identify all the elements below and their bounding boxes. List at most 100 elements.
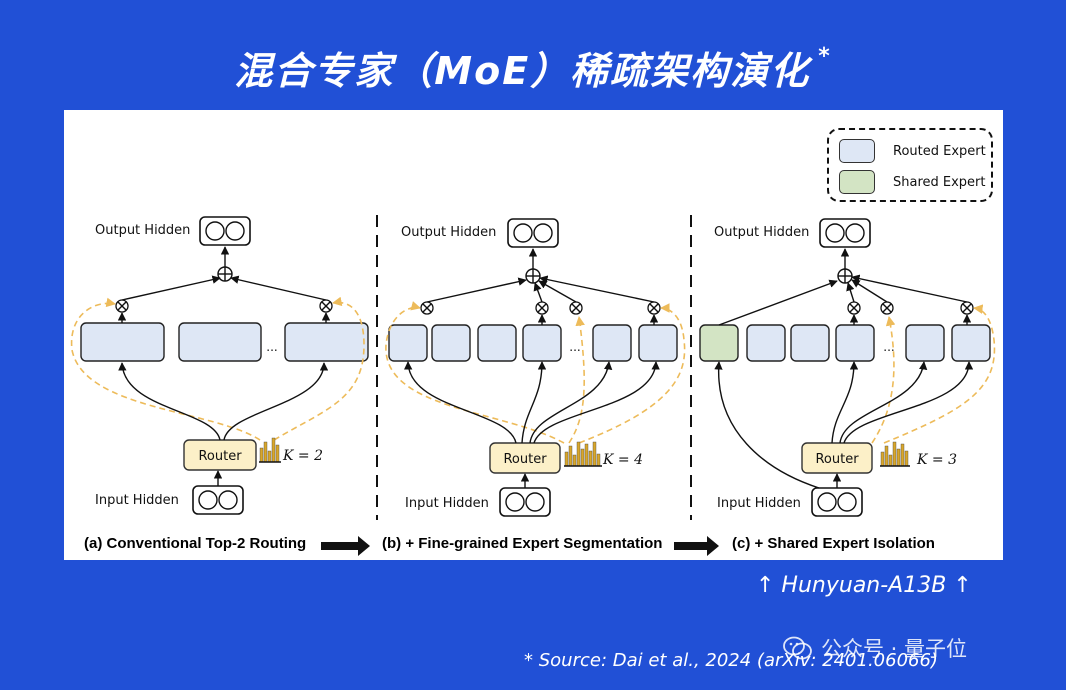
- caption-c: (c) + Shared Expert Isolation: [732, 535, 935, 552]
- router-box: [489, 442, 561, 474]
- title-text: 混合专家（MoE）稀疏架构演化: [234, 49, 811, 93]
- input-hidden-label: Input Hidden: [95, 493, 179, 508]
- watermark: 公众号 · 量子位: [783, 633, 967, 663]
- input-hidden-box: [811, 487, 863, 517]
- shared-swatch: [839, 170, 875, 194]
- multiply-node-b: [571, 303, 581, 313]
- input-hidden-box-circle-right: [837, 492, 857, 512]
- router-to-e2N-1: [839, 361, 928, 444]
- mul-to-sum: [426, 277, 527, 303]
- router-label: Router: [503, 452, 547, 467]
- expert-box: [699, 324, 739, 362]
- input-hidden-box-circle-left: [505, 492, 525, 512]
- score-bar: [904, 450, 909, 467]
- legend-routed-label: Routed Expert: [893, 143, 986, 159]
- multiply-node-b: [849, 303, 859, 313]
- input-hidden-box-circle-left: [198, 490, 218, 510]
- multiply-node-b: [321, 301, 331, 311]
- legend: Routed Expert Shared Expert: [827, 128, 993, 202]
- k-label-b: K = 4: [602, 452, 643, 468]
- legend-shared-label: Shared Expert: [893, 174, 986, 190]
- expert-box: [790, 324, 830, 362]
- output-hidden-label: Output Hidden: [714, 225, 809, 240]
- expert-box: [835, 324, 875, 362]
- mul-to-sum: [851, 274, 968, 303]
- expert-box: [431, 324, 471, 362]
- score-bar: [584, 443, 589, 467]
- score-bar: [564, 451, 569, 467]
- output-hidden-box-circle-right: [225, 221, 245, 241]
- score-bar: [572, 454, 577, 467]
- score-bar: [259, 447, 264, 463]
- dashed-e2N: [883, 304, 996, 444]
- score-bar: [588, 450, 593, 467]
- score-bar: [271, 437, 276, 463]
- expert-box: [477, 324, 517, 362]
- k-label-c: K = 3: [916, 452, 957, 468]
- input-hidden-label: Input Hidden: [717, 496, 801, 511]
- expert-box: [905, 324, 945, 362]
- score-bar: [884, 445, 889, 467]
- k-label-a: K = 2: [282, 448, 323, 464]
- multiply-node-b: [882, 303, 892, 313]
- wechat-icon: [783, 636, 812, 660]
- dashed-mid: [568, 316, 585, 444]
- legend-routed: Routed Expert: [839, 138, 986, 164]
- dashed-mid: [871, 316, 896, 444]
- multiply-node-b: [962, 303, 972, 313]
- score-bar: [576, 441, 581, 467]
- dashed-e2N: [578, 303, 686, 444]
- shared-to-sum: [718, 279, 838, 326]
- input-hidden-box-circle-right: [218, 490, 238, 510]
- input-hidden-box-circle-left: [817, 492, 837, 512]
- router-to-eN: [223, 362, 329, 441]
- legend-shared: Shared Expert: [839, 169, 986, 195]
- progression-arrow-ab: [321, 536, 370, 556]
- router-to-e1: [403, 361, 517, 444]
- router-to-e2N: [843, 361, 974, 444]
- expert-ellipsis: ...: [569, 340, 580, 354]
- score-bar: [596, 453, 601, 467]
- mul-to-sum: [851, 279, 888, 303]
- score-bar: [267, 450, 272, 463]
- router-to-e2N: [533, 361, 660, 444]
- page-title: 混合专家（MoE）稀疏架构演化 *: [0, 40, 1066, 95]
- output-hidden-label: Output Hidden: [95, 223, 190, 238]
- input-hidden-box-circle-right: [525, 492, 545, 512]
- multiply-node-b: [422, 303, 432, 313]
- score-bar: [888, 454, 893, 467]
- input-hidden-box: [499, 487, 551, 517]
- expert-box: [522, 324, 562, 362]
- output-hidden-box-circle-right: [533, 223, 553, 243]
- router-to-e2N-1: [529, 361, 613, 444]
- score-bar: [900, 443, 905, 467]
- caption-a: (a) Conventional Top-2 Routing: [84, 535, 307, 552]
- output-hidden-box-circle-left: [825, 223, 845, 243]
- expert-box: [592, 324, 632, 362]
- score-bar: [580, 448, 585, 467]
- mul-to-sum: [539, 275, 655, 303]
- score-bar: [275, 444, 280, 463]
- router-to-e4: [831, 361, 859, 444]
- hunyuan-note: ↑ Hunyuan-A13B ↑: [756, 573, 972, 598]
- output-hidden-box-circle-right: [845, 223, 865, 243]
- mul1-to-sum: [121, 275, 221, 301]
- mul-to-sum: [846, 282, 855, 303]
- expert-box: [284, 322, 369, 362]
- router-to-e1: [118, 362, 221, 441]
- router-to-e4: [521, 361, 547, 444]
- expert-box: [638, 324, 678, 362]
- score-bar: [892, 441, 897, 467]
- router-label: Router: [815, 452, 859, 467]
- expert-box: [951, 324, 991, 362]
- dashed-e1: [70, 297, 261, 441]
- mul-to-sum: [538, 280, 577, 303]
- source-note: * Source: Dai et al., 2024 (arXiv: 2401.…: [524, 650, 938, 671]
- dashed-e1: [385, 301, 565, 444]
- mulN-to-sum: [230, 275, 327, 301]
- multiply-node-b: [649, 303, 659, 313]
- expert-ellipsis: ...: [266, 340, 277, 354]
- title-footnote-mark: *: [818, 44, 832, 69]
